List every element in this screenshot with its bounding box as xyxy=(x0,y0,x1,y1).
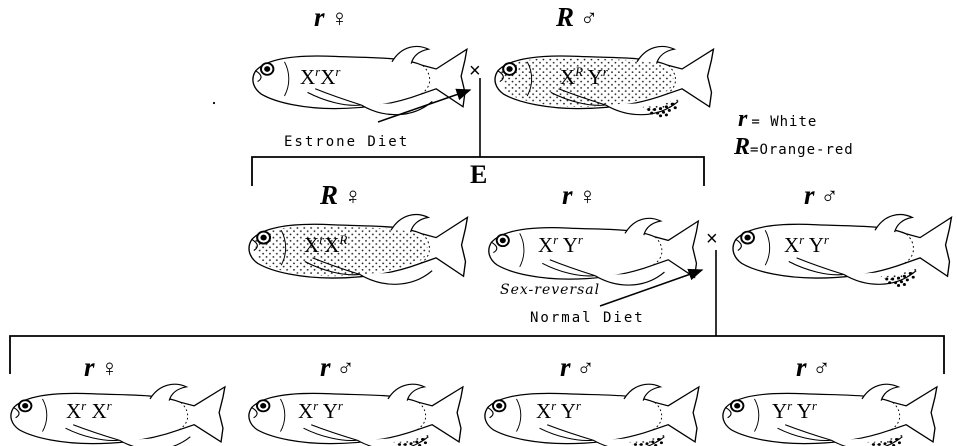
offspring-4-label: r♂ xyxy=(796,352,831,383)
offspring-3-label: r♂ xyxy=(560,352,595,383)
parent-female-fish xyxy=(253,46,467,114)
parent-male-label: R♂ xyxy=(556,2,598,33)
e-male-r-fish xyxy=(733,215,951,287)
parent-female-genotype: XrXr xyxy=(300,64,340,90)
e-female-r-fish xyxy=(489,218,699,285)
e-fish-2-label: r♀ xyxy=(562,180,597,211)
parent-female-label: r♀ xyxy=(314,2,349,33)
e-female-r-big-fish xyxy=(249,215,467,285)
e-fish-2-genotype: Xr Yr xyxy=(538,232,583,258)
parent-cross-symbol: × xyxy=(469,60,481,83)
e-fish-3-label: r♂ xyxy=(804,180,839,211)
legend-white: r = White xyxy=(738,106,817,133)
normal-diet-label: Normal Diet xyxy=(530,310,645,326)
estrone-diet-label: Estrone Diet xyxy=(284,134,409,150)
legend-orange-red: R=Orange-red xyxy=(734,134,854,161)
parent-male-genotype: XR Yr xyxy=(560,64,608,90)
offspring-fish-2 xyxy=(249,384,463,446)
offspring-2-genotype: Xr Yr xyxy=(298,398,343,424)
offspring-1-label: r♀ xyxy=(84,352,119,383)
e-fish-1-genotype: XrXR xyxy=(304,232,347,258)
offspring-1-genotype: Xr Xr xyxy=(66,398,112,424)
e-fish-1-label: R♀ xyxy=(320,180,362,211)
sex-reversal-label: Sex-reversal xyxy=(500,282,600,298)
offspring-fish-1 xyxy=(11,384,225,446)
generation-e-label: E xyxy=(470,160,487,190)
offspring-2-label: r♂ xyxy=(320,352,355,383)
offspring-3-genotype: Xr Yr xyxy=(536,398,581,424)
offspring-fish-3 xyxy=(485,384,699,446)
second-cross-symbol: × xyxy=(706,228,718,251)
e-fish-3-genotype: Xr Yr xyxy=(784,232,829,258)
offspring-fish-4 xyxy=(723,384,937,446)
offspring-4-genotype: Yr Yr xyxy=(772,398,817,424)
